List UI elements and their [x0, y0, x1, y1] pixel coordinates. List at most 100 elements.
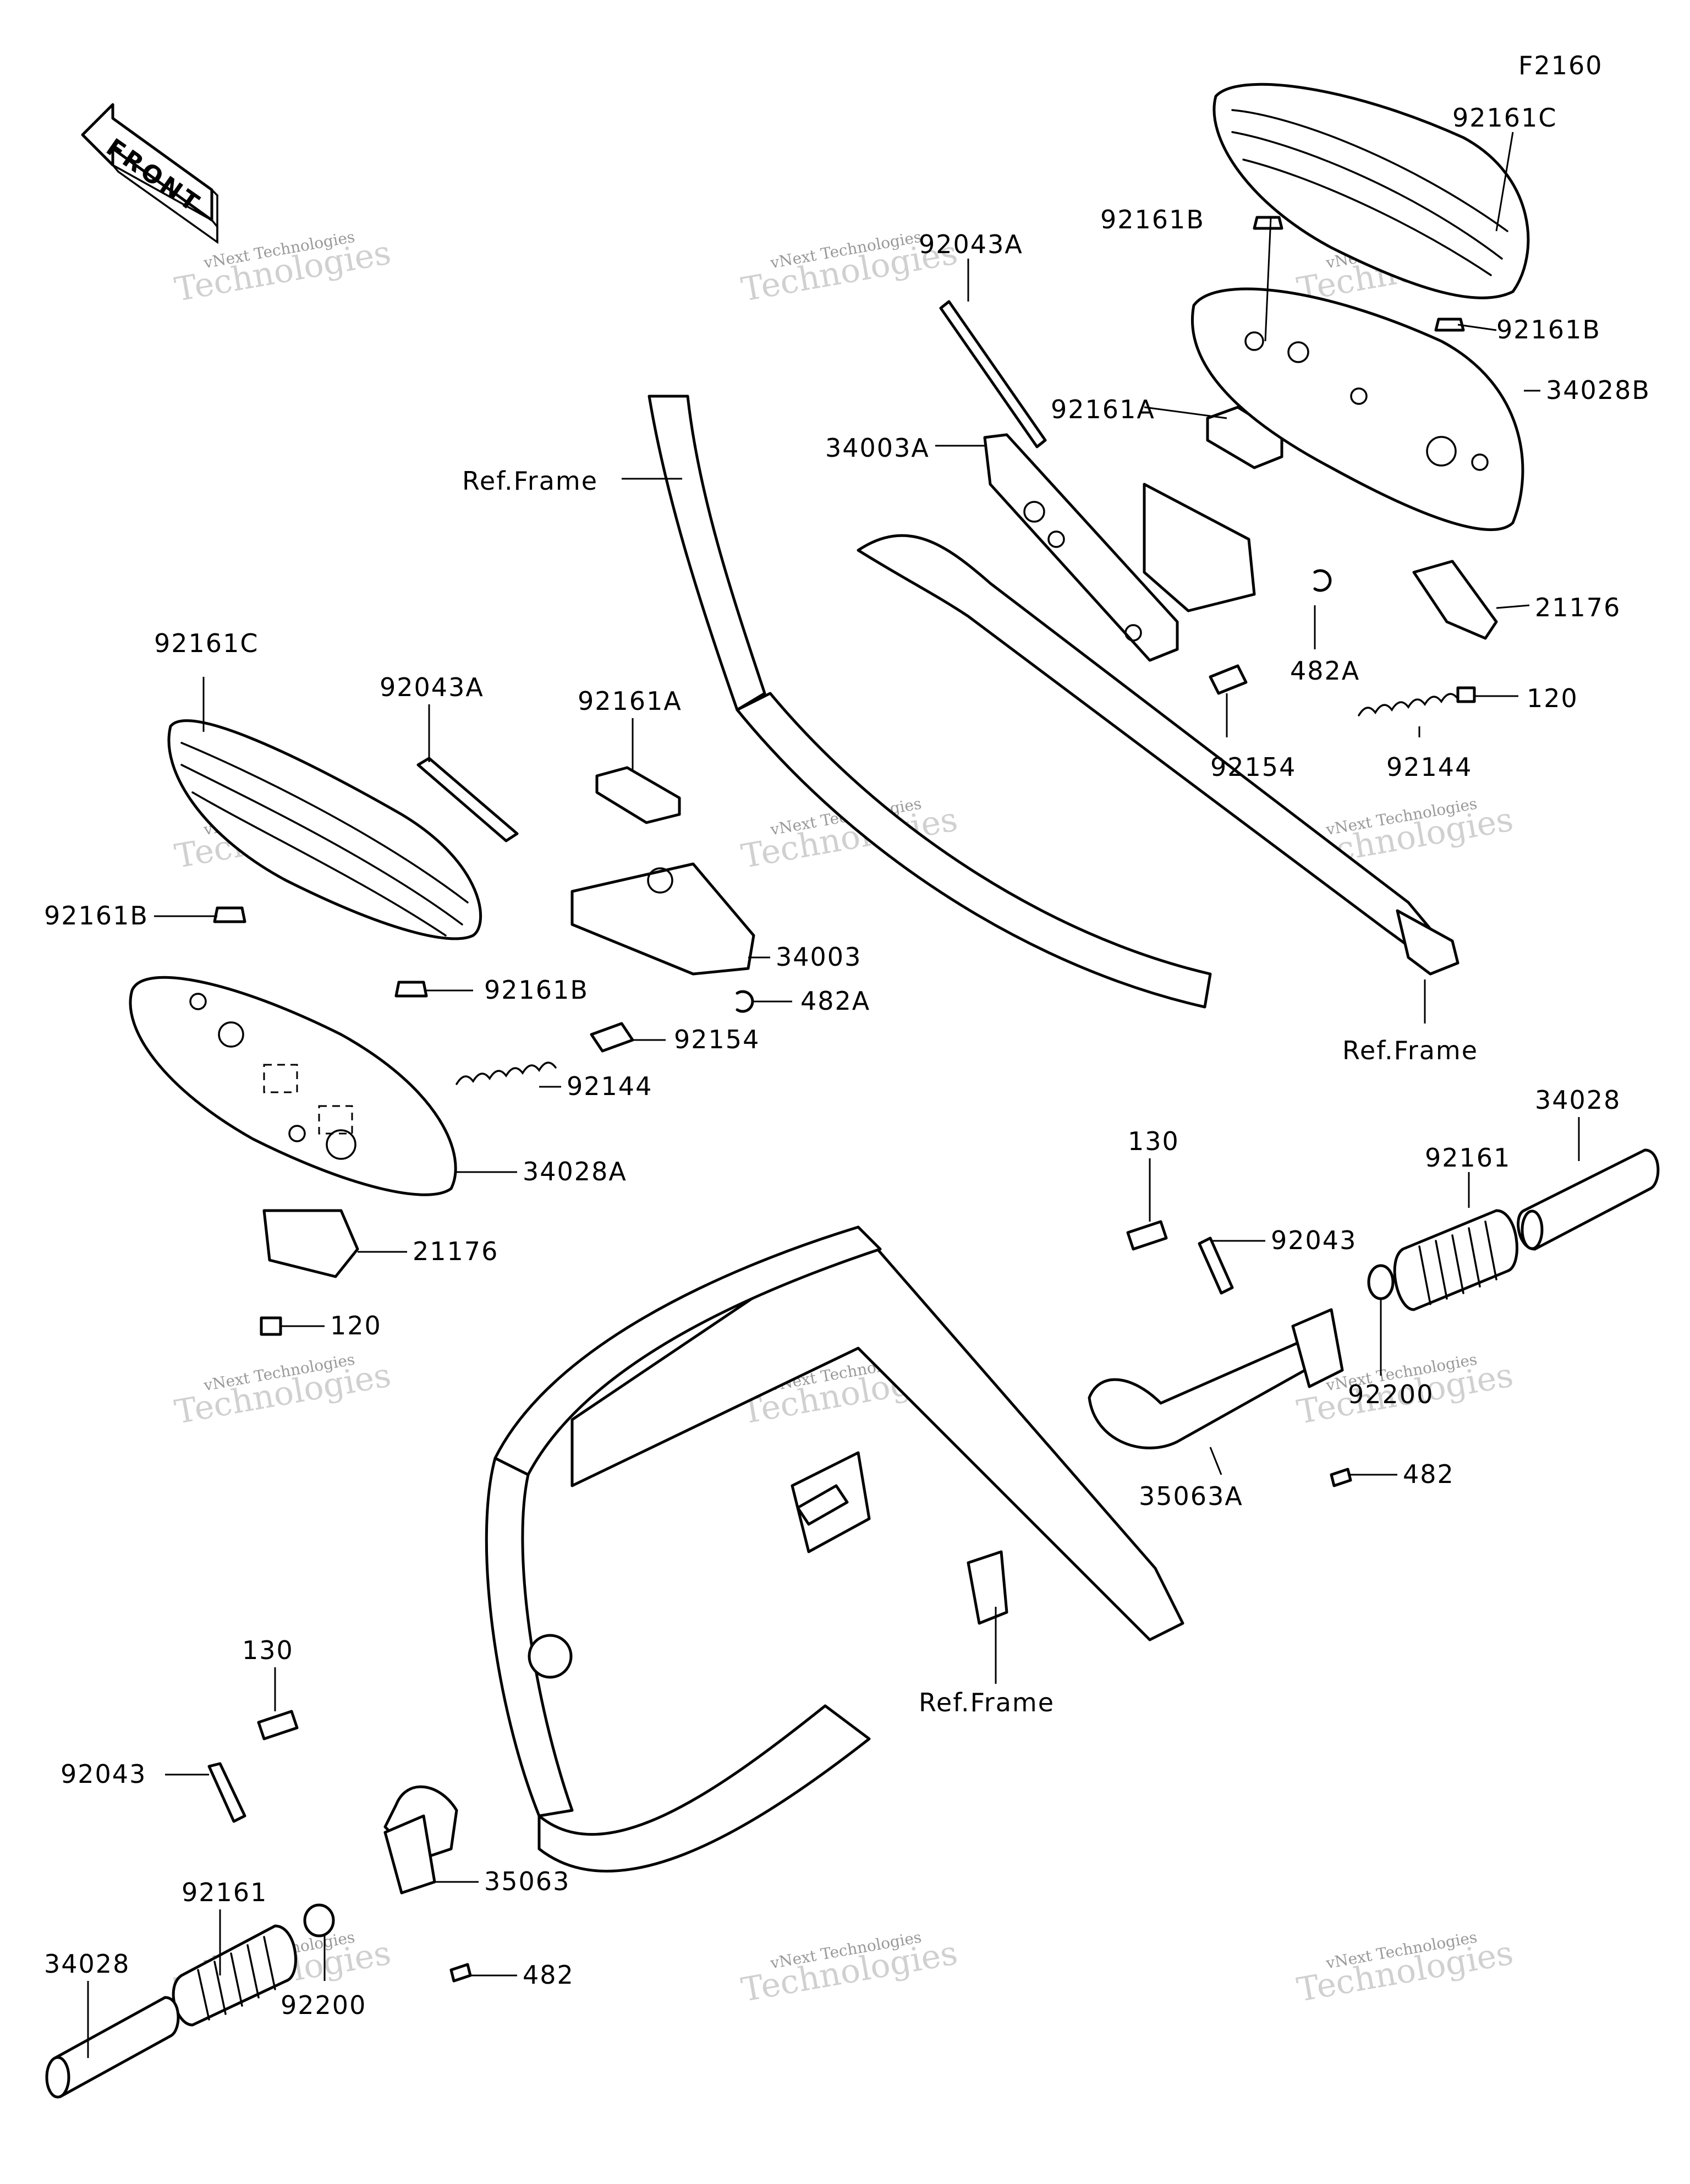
footpeg-sleeve-34028-right — [1517, 1148, 1660, 1251]
spring-92144-top — [1358, 693, 1459, 716]
label-92161B: 92161B — [1496, 315, 1601, 344]
upper-right-floorboard-assembly — [857, 83, 1530, 976]
cover-21176-left — [262, 1209, 359, 1278]
label-92043: 92043 — [61, 1759, 146, 1789]
label-92144: 92144 — [567, 1071, 652, 1101]
label-120: 120 — [330, 1311, 382, 1340]
right-footpeg-assembly — [1088, 1148, 1660, 1487]
frame-tube-upper — [857, 534, 1437, 954]
label-92161A: 92161A — [578, 686, 682, 716]
frame-lower-tube — [537, 1704, 871, 1873]
label-92043: 92043 — [1271, 1225, 1357, 1255]
frame-end-bracket — [1396, 909, 1459, 976]
label-482A: 482A — [800, 986, 870, 1016]
label-34003A: 34003A — [825, 433, 930, 463]
label-92200: 92200 — [1348, 1380, 1434, 1409]
mount-block — [1143, 483, 1256, 612]
label-92043A: 92043A — [380, 672, 484, 702]
label-21176: 21176 — [413, 1236, 498, 1266]
frame-left-tube — [485, 1457, 574, 1818]
frame-lower-diag — [736, 692, 1212, 1009]
grommet-92161B-top-b — [1434, 318, 1465, 332]
pin-92043A-left — [416, 757, 519, 842]
pad-92161A-top — [1206, 406, 1283, 469]
clip-482A-top — [1313, 569, 1332, 592]
bolt-130-right — [1126, 1220, 1168, 1251]
grommet-92161B-left-a — [213, 906, 246, 923]
part-labels: 92043A 92161C 92161B 92161B 34028B 92161… — [44, 103, 1650, 2020]
label-21176: 21176 — [1535, 593, 1621, 622]
floorboard-base-34028A — [129, 976, 457, 1196]
label-92161C: 92161C — [1452, 103, 1557, 133]
label-ref-frame: Ref.Frame — [1342, 1036, 1478, 1065]
label-92043A: 92043A — [919, 229, 1023, 259]
floorboard-pad-92161C-top — [1212, 83, 1530, 299]
frame-upper-rail — [493, 1225, 882, 1476]
clip-482-right — [1330, 1468, 1352, 1487]
label-92200: 92200 — [281, 1990, 366, 2020]
label-92154: 92154 — [674, 1025, 760, 1054]
bolt-120-top — [1456, 686, 1476, 703]
frame-rear-bracket — [967, 1550, 1008, 1625]
label-92161B: 92161B — [1100, 205, 1205, 234]
label-92161A: 92161A — [1051, 395, 1155, 424]
label-34028A: 34028A — [523, 1157, 627, 1186]
label-482: 482 — [1403, 1459, 1455, 1489]
label-92161: 92161 — [182, 1878, 267, 1907]
pad-92161A-left — [595, 766, 681, 824]
footpeg-rubber-92161-lower — [172, 1924, 297, 2027]
clip-482-lower — [449, 1963, 472, 1983]
bracket-34003A — [983, 433, 1179, 662]
footpeg-rubber-92161-right — [1393, 1209, 1518, 1311]
hidden-feature — [263, 1064, 298, 1093]
washer-92200-lower — [303, 1903, 335, 1937]
hidden-feature — [318, 1105, 353, 1135]
label-34028: 34028 — [44, 1949, 130, 1979]
frame-downtube-ref — [648, 395, 766, 711]
bolt-92154-top — [1209, 664, 1248, 695]
label-ref-frame: Ref.Frame — [462, 466, 598, 496]
label-35063A: 35063A — [1139, 1481, 1243, 1511]
label-482A: 482A — [1290, 656, 1360, 686]
bolt-130-lower — [257, 1710, 299, 1740]
label-120: 120 — [1527, 683, 1578, 713]
footpeg-bracket-35063A — [1088, 1341, 1316, 1449]
pin-92043A-top — [939, 300, 1047, 448]
clevis-35063A — [1291, 1308, 1344, 1388]
label-34028B: 34028B — [1546, 375, 1650, 405]
clip-482A-left — [736, 990, 754, 1013]
pin-92043-right — [1198, 1236, 1234, 1295]
spring-92144-left — [456, 1061, 557, 1085]
cover-21176-top — [1412, 560, 1498, 640]
front-direction-arrow-icon: FRONT — [81, 103, 218, 244]
bolt-120-left — [260, 1316, 282, 1336]
pin-92043-lower — [207, 1762, 246, 1823]
frame-bushing — [528, 1634, 573, 1679]
label-92154: 92154 — [1210, 752, 1296, 782]
label-482: 482 — [523, 1960, 574, 1990]
grommet-92161B-left-b — [394, 981, 428, 998]
leader-lines — [87, 132, 1580, 2058]
label-35063: 35063 — [484, 1866, 570, 1896]
label-34028: 34028 — [1535, 1085, 1621, 1115]
label-92161B: 92161B — [44, 901, 149, 930]
floorboard-pad-92161C-left — [167, 719, 482, 940]
frame-main-crossmember — [570, 1225, 1184, 1641]
washer-92200-right — [1367, 1264, 1395, 1300]
figure-code: F2160 — [1518, 51, 1603, 80]
floorboard-base-34028B — [1191, 287, 1524, 531]
label-92161B: 92161B — [484, 975, 589, 1005]
left-floorboard-assembly — [129, 719, 755, 1336]
label-130: 130 — [1128, 1126, 1179, 1156]
label-ref-frame: Ref.Frame — [919, 1688, 1055, 1717]
label-92144: 92144 — [1386, 752, 1472, 782]
bolt-92154-left — [590, 1022, 634, 1053]
footpeg-stub — [796, 1484, 849, 1526]
label-34003: 34003 — [776, 942, 862, 972]
main-frame-assembly — [485, 1225, 1184, 1873]
label-92161: 92161 — [1425, 1143, 1511, 1173]
grommet-92161B-top-a — [1253, 216, 1283, 230]
label-92161C: 92161C — [154, 628, 259, 658]
bracket-34003 — [570, 862, 755, 976]
